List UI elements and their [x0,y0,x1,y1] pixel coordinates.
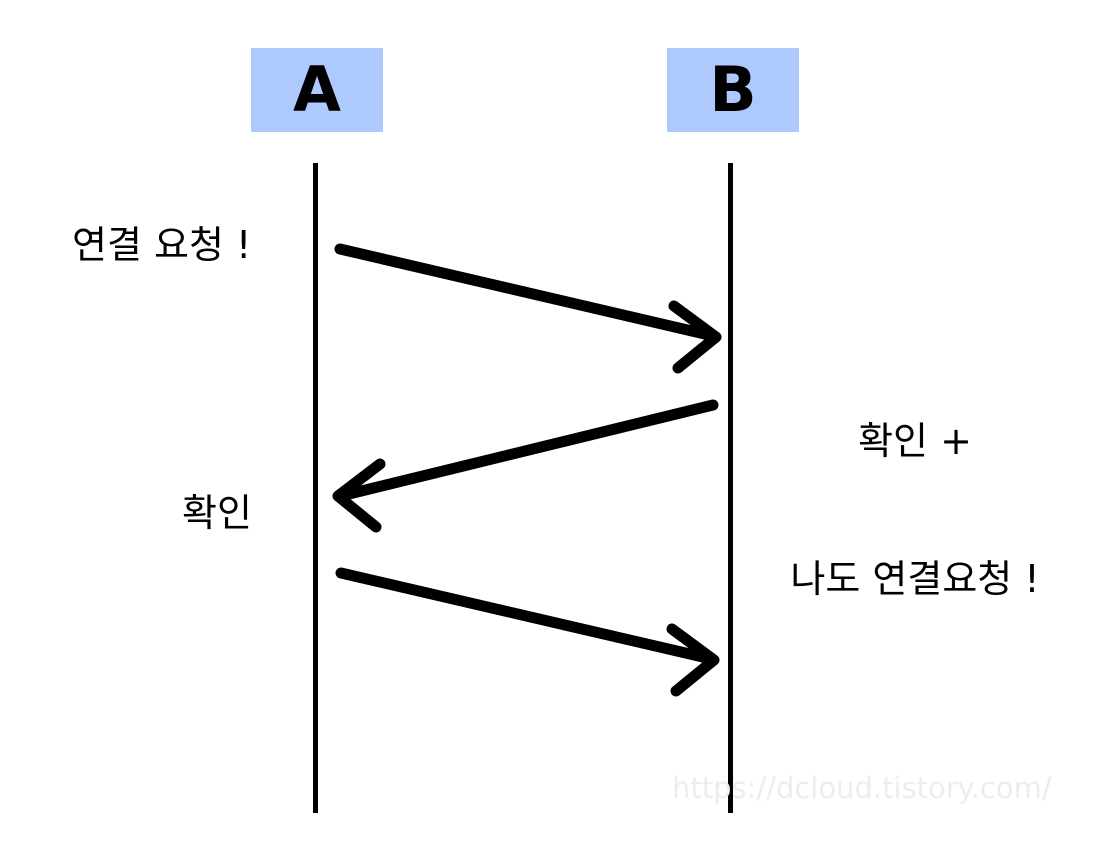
message-label-connect-request: 연결 요청 ! [72,223,252,267]
message-arrow-3-line [335,567,713,664]
message-arrow-1-head [668,300,722,374]
actor-box-b: B [667,48,799,132]
message-arrow-3-head [666,623,720,697]
actor-box-a: A [251,48,383,132]
message-arrow-1-line [334,243,715,341]
watermark-url: https://dcloud.tistory.com/ [672,771,1052,805]
lifeline-b [728,163,733,813]
message-arrow-1 [334,243,722,374]
message-arrow-2-head [332,458,386,533]
message-label-ack: 확인 [182,491,252,535]
message-label-ack-plus-request-line1: 확인 + [858,419,972,463]
message-label-ack-plus-request: 확인 + 나도 연결요청 ! [757,326,1073,694]
message-label-ack-plus-request-line2: 나도 연결요청 ! [790,557,1040,601]
message-arrow-2-line [339,399,719,501]
actor-label-a: A [293,53,341,126]
message-arrow-2 [332,399,719,533]
message-arrow-3 [335,567,720,697]
lifeline-a [313,163,318,813]
actor-label-b: B [709,53,757,126]
